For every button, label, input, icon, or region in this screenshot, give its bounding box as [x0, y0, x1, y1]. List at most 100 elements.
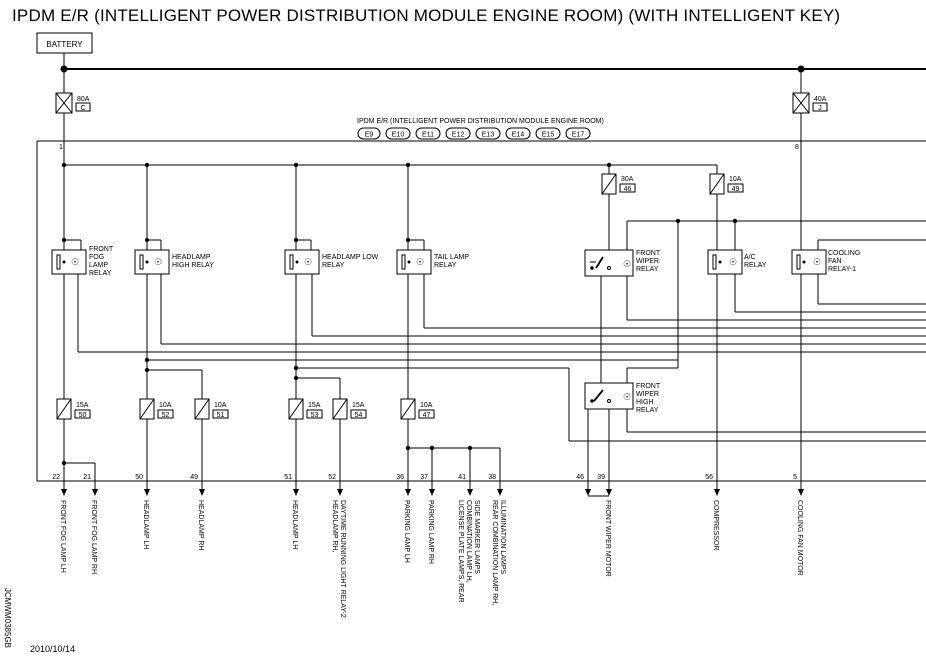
relay-ac-line2: RELAY: [744, 262, 767, 269]
relay-wiperhi-line3: HIGH: [636, 399, 654, 406]
connector-e17: E17: [572, 132, 585, 139]
output-arrow: [293, 489, 299, 496]
page-title: IPDM E/R (INTELLIGENT POWER DISTRIBUTION…: [12, 6, 841, 25]
output-label: FRONT FOG LAMP LH: [59, 500, 66, 573]
output-label: DAYTIME RUNNING LIGHT RELAY-2: [339, 500, 346, 618]
ac-relay: ☉ A/C RELAY: [707, 249, 767, 275]
output-arrow: [606, 489, 612, 496]
battery: BATTERY: [36, 32, 93, 54]
output-arrow: [144, 489, 150, 496]
fuse-52-amps: 10A: [159, 402, 172, 409]
headlamp-high-relay: ☉ HEADLAMP HIGH RELAY: [134, 249, 214, 275]
output-pin-21: 21: [83, 474, 91, 481]
fuse-49: 10A 49: [709, 173, 744, 195]
relay-tail-line2: RELAY: [434, 262, 457, 269]
fuse-46: 30A 46: [601, 173, 636, 195]
fuse-54-id: 54: [355, 412, 363, 419]
fuse-52: 10A 52: [139, 398, 174, 420]
output-pin-50: 50: [135, 474, 143, 481]
fuse-46-id: 46: [624, 186, 632, 193]
battery-label: BATTERY: [46, 40, 83, 49]
headlamp-low-relay: ☉ HEADLAMP LOW RELAY: [284, 249, 379, 275]
relay-ac-line1: A/C: [744, 254, 756, 261]
output-label: PARKING LAMP LH: [403, 500, 410, 563]
svg-text:☉: ☉: [729, 257, 737, 267]
output-arrow: [429, 489, 435, 496]
svg-text:☉: ☉: [416, 257, 424, 267]
output-label: FRONT WIPER MOTOR: [604, 500, 611, 577]
fuse-54-amps: 15A: [352, 402, 365, 409]
module-label: IPDM E/R (INTELLIGENT POWER DISTRIBUTION…: [357, 118, 604, 125]
relay-tail-line1: TAIL LAMP: [434, 254, 469, 261]
main-fuse-c-amps: 80A: [77, 96, 90, 103]
front-wiper-high-relay: ☉ FRONT WIPER HIGH RELAY: [584, 382, 661, 414]
fuse-51-amps: 10A: [214, 402, 227, 409]
connector-e10: E10: [392, 132, 405, 139]
output-label: COMPRESSOR: [712, 500, 719, 551]
main-fuse-c-id: C: [80, 105, 85, 112]
relay-fog-line3: LAMP: [89, 262, 108, 269]
connector-e15: E15: [542, 132, 555, 139]
output-pin-5: 5: [793, 474, 797, 481]
front-fog-lamp-relay: ☉ FRONT FOG LAMP RELAY: [51, 246, 114, 277]
output-pin-46: 46: [576, 474, 584, 481]
main-fuse-j-amps: 40A: [814, 96, 827, 103]
output-pin-22: 22: [52, 474, 60, 481]
relay-fan-line1: COOLING: [828, 250, 860, 257]
relay-fog-line2: FOG: [89, 254, 104, 261]
output-arrow: [585, 489, 591, 496]
main-fuse-c: 80A C: [55, 92, 91, 114]
output-label: ILLUMINATION LAMPS: [499, 500, 506, 574]
fuse-50-amps: 15A: [76, 402, 89, 409]
output-label: HEADLAMP RH,: [331, 500, 338, 552]
output-arrow: [61, 489, 67, 496]
fuse-47-id: 47: [423, 412, 431, 419]
output-pin-56: 56: [705, 474, 713, 481]
output-label: COOLING FAN MOTOR: [796, 500, 803, 576]
fuse-52-id: 52: [162, 412, 170, 419]
fuse-46-amps: 30A: [621, 176, 634, 183]
output-pin-37: 37: [420, 474, 428, 481]
relay-fog-line4: RELAY: [89, 270, 112, 277]
connector-e12: E12: [452, 132, 465, 139]
fuse-50: 15A 50: [56, 398, 91, 420]
fuse-53: 15A 53: [288, 398, 323, 420]
pin-8-label: 8: [795, 144, 799, 151]
relay-hi-line1: HEADLAMP: [172, 254, 211, 261]
fuse-47: 10A 47: [400, 398, 435, 420]
output-label: PARKING LAMP RH: [427, 500, 434, 564]
fuse-49-amps: 10A: [729, 176, 742, 183]
main-fuse-j: 40A J: [792, 92, 828, 114]
output-label: FRONT FOG LAMP RH: [90, 500, 97, 574]
output-arrow: [337, 489, 343, 496]
fuse-51: 10A 51: [194, 398, 229, 420]
relay-low-line2: RELAY: [322, 262, 345, 269]
output-arrow: [714, 489, 720, 496]
pin-1-label: 1: [59, 144, 63, 151]
fuse-54: 15A 54: [332, 398, 367, 420]
svg-text:☉: ☉: [71, 257, 79, 267]
output-pin-41: 41: [458, 474, 466, 481]
relay-low-line1: HEADLAMP LOW: [322, 254, 379, 261]
svg-text:☉: ☉: [623, 392, 631, 402]
fuse-53-amps: 15A: [308, 402, 321, 409]
fuse-49-id: 49: [732, 186, 740, 193]
output-pin-51: 51: [284, 474, 292, 481]
fuse-53-id: 53: [311, 412, 319, 419]
output-arrow: [199, 489, 205, 496]
fuse-50-id: 50: [79, 412, 87, 419]
relay-wiperhi-line1: FRONT: [636, 383, 661, 390]
svg-text:☉: ☉: [304, 257, 312, 267]
date-stamp: 2010/10/14: [30, 644, 76, 654]
connector-list: E9 E10 E11 E12 E13 E14 E15 E17: [357, 127, 591, 140]
tail-lamp-relay: ☉ TAIL LAMP RELAY: [396, 249, 469, 275]
output-label: HEADLAMP LH: [291, 500, 298, 549]
output-arrow: [92, 489, 98, 496]
svg-text:☉: ☉: [813, 257, 821, 267]
relay-hi-line2: HIGH RELAY: [172, 262, 214, 269]
connector-e11: E11: [422, 132, 434, 139]
output-label: LICENSE PLATE LAMPS, REAR: [457, 500, 464, 603]
connector-e14: E14: [512, 132, 525, 139]
